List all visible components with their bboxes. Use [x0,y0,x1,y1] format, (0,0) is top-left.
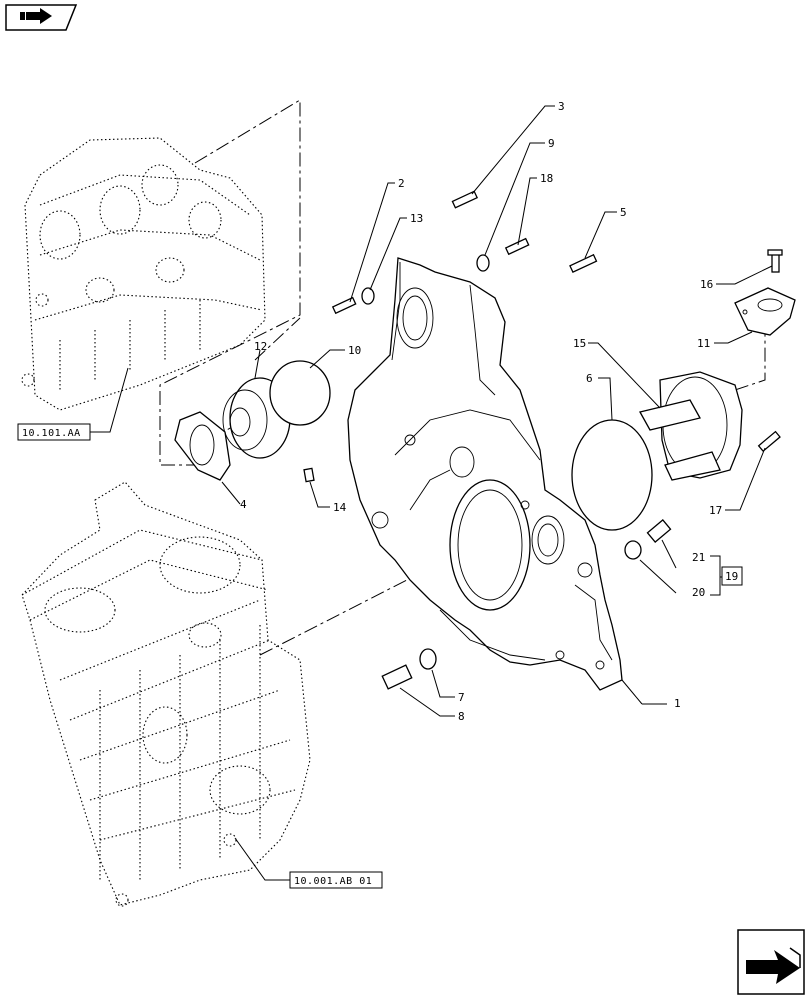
callout-12: 12 [254,340,267,353]
washer-20 [624,540,642,560]
callout-20: 20 [692,586,705,599]
callout-7: 7 [458,691,465,704]
washer-9 [476,254,490,272]
engine-block [21,481,311,907]
callout-16: 16 [700,278,713,291]
callout-13: 13 [410,212,423,225]
callout-2: 2 [398,177,405,190]
plug-21 [646,519,672,543]
callout-21: 21 [692,551,705,564]
callout-1: 1 [674,697,681,710]
o-ring-large [571,419,653,531]
cover-plate [734,287,796,336]
plug-8 [381,664,413,690]
washer-7 [419,648,437,670]
callout-3: 3 [558,100,565,113]
reference-engine-block[interactable]: 10.001.AB 01 [289,871,383,889]
bolt-16 [767,249,783,273]
seal-sleeve [639,371,743,481]
leader-lines [90,105,773,881]
reference-engine-head-label: 10.101.AA [22,428,81,439]
bolt-2 [331,296,357,315]
next-page-arrow-icon[interactable] [737,929,805,995]
callout-11: 11 [697,337,710,350]
book-arrow-icon[interactable] [5,4,78,31]
reference-engine-head[interactable]: 10.101.AA [17,423,91,441]
callout-6: 6 [586,372,593,385]
timing-cover-housing [347,257,623,691]
callout-9: 9 [548,137,555,150]
callout-17: 17 [709,504,722,517]
bolt-18 [504,237,530,256]
callout-19: 19 [725,570,738,583]
callout-8: 8 [458,710,465,723]
engine-head-assembly [21,137,266,411]
reference-engine-block-label: 10.001.AB 01 [294,876,372,887]
callout-14: 14 [333,501,347,514]
callout-18: 18 [540,172,553,185]
bolt-3 [451,190,479,209]
callout-19-box [721,566,743,586]
gasket [174,411,231,481]
callouts: 1 2 3 4 5 6 7 8 9 10 11 12 13 14 15 16 1… [240,100,743,723]
o-ring-small [269,360,331,426]
plug-14 [303,467,315,483]
callout-4: 4 [240,498,247,511]
callout-10: 10 [348,344,361,357]
bolt-17 [757,430,781,453]
bolt-5 [569,253,598,273]
callout-5: 5 [620,206,627,219]
callout-15: 15 [573,337,586,350]
washer-13 [361,287,375,305]
